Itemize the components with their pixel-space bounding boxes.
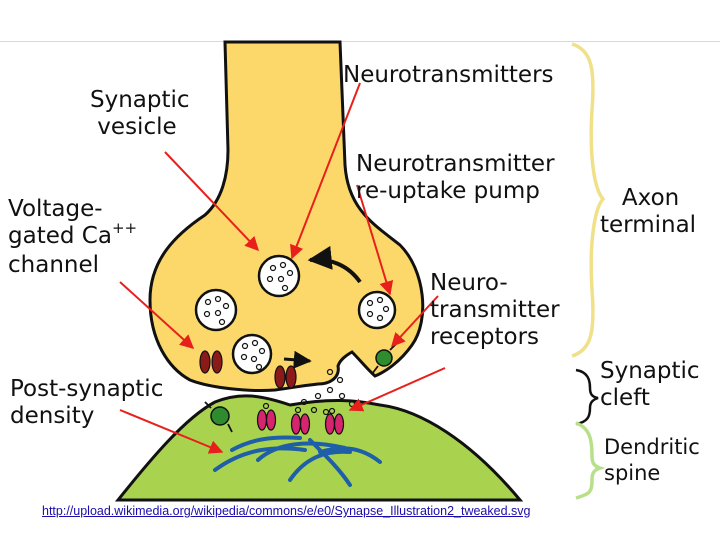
label-arrows xyxy=(119,82,446,454)
label-dendritic-spine: Dendritic spine xyxy=(604,435,700,485)
synaptic-vesicle xyxy=(357,290,397,330)
release-arrow xyxy=(283,350,312,369)
label-synaptic-cleft: Synaptic cleft xyxy=(600,358,700,411)
dendritic-spine-brace xyxy=(575,421,606,500)
receptor-tops xyxy=(262,402,336,415)
calcium-channel xyxy=(199,350,223,374)
source-link[interactable]: http://upload.wikimedia.org/wikipedia/co… xyxy=(42,504,531,518)
label-axon-terminal: Axon terminal xyxy=(600,185,697,238)
axon-terminal-shape xyxy=(148,40,425,392)
released-neurotransmitters xyxy=(300,368,356,416)
reuptake-pump xyxy=(204,401,233,433)
label-reuptake-pump: Neurotransmitter re-uptake pump xyxy=(356,151,555,204)
synaptic-vesicle xyxy=(194,288,238,332)
post-synaptic-density-filaments xyxy=(213,435,382,487)
neurotransmitter-receptor xyxy=(256,409,345,435)
recycling-arrow xyxy=(307,245,362,284)
label-voltage-gated-channel: Voltage- gated Ca++ channel xyxy=(8,196,138,278)
calcium-channel xyxy=(274,365,297,389)
label-synaptic-vesicle: Synaptic vesicle xyxy=(90,87,190,140)
synaptic-vesicle xyxy=(257,254,301,298)
label-neurotransmitter-receptors: Neuro- transmitter receptors xyxy=(430,270,560,350)
top-divider xyxy=(0,41,720,42)
synaptic-cleft-brace xyxy=(575,368,599,426)
label-post-synaptic-density: Post-synaptic density xyxy=(10,376,164,429)
label-neurotransmitters: Neurotransmitters xyxy=(343,62,554,88)
synaptic-vesicle xyxy=(231,333,273,375)
axon-terminal-brace xyxy=(571,42,606,358)
